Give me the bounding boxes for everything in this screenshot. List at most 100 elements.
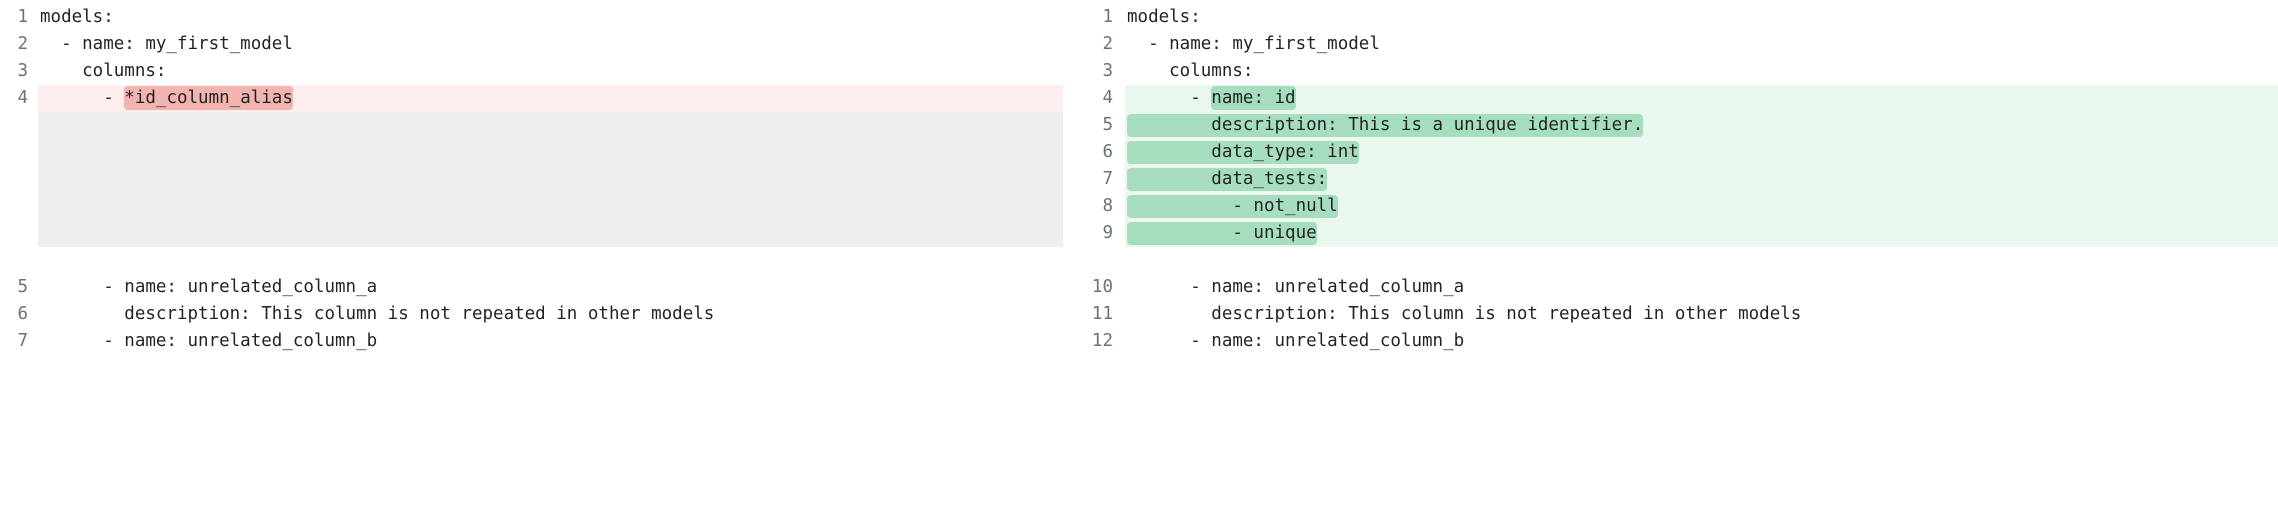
code-text: - name: my_first_model (40, 34, 293, 54)
code-cell[interactable]: models: (1125, 4, 2278, 31)
diff-line-context: 5 - name: unrelated_column_a (0, 274, 1063, 301)
code-cell[interactable]: - not_null (1125, 193, 2278, 220)
diff-line-context: 1 models: (1063, 4, 2278, 31)
filler-block (38, 220, 1063, 247)
code-cell[interactable]: - name: unrelated_column_b (38, 328, 1063, 355)
word-highlight: name: id (1211, 86, 1296, 110)
line-number: 11 (1091, 304, 1113, 324)
diff-line-addition: 4 - name: id (1063, 85, 2278, 112)
line-number: 8 (1102, 196, 1113, 216)
diff-line-context: 12 - name: unrelated_column_b (1063, 328, 2278, 355)
line-number (1063, 247, 1125, 274)
line-number: 6 (17, 304, 28, 324)
diff-spacer-row (1063, 247, 2278, 274)
code-text: - name: id (1127, 86, 1296, 110)
line-number: 2 (1102, 34, 1113, 54)
word-highlight: - unique (1127, 222, 1317, 245)
code-text: models: (40, 7, 114, 27)
line-number: 7 (1102, 169, 1113, 189)
line-number: 9 (1102, 223, 1113, 243)
code-cell[interactable]: data_tests: (1125, 166, 2278, 193)
code-text: - name: my_first_model (1127, 34, 1380, 54)
word-highlight: *id_column_alias (124, 86, 293, 110)
line-number: 4 (17, 88, 28, 108)
diff-line-addition: 7 data_tests: (1063, 166, 2278, 193)
line-number (0, 247, 38, 274)
line-number (0, 166, 38, 193)
line-number: 10 (1091, 277, 1113, 297)
diff-line-context: 6 description: This column is not repeat… (0, 301, 1063, 328)
code-text: - name: unrelated_column_b (1127, 331, 1465, 351)
word-highlight: description: This is a unique identifier… (1127, 114, 1644, 137)
diff-filler-row (0, 112, 1063, 139)
spacer-block (1125, 247, 2278, 274)
diff-filler-row (0, 193, 1063, 220)
code-cell[interactable]: description: This column is not repeated… (1125, 301, 2278, 328)
diff-line-context: 2 - name: my_first_model (1063, 31, 2278, 58)
diff-line-deletion: 4 - *id_column_alias (0, 85, 1063, 112)
code-text: description: This column is not repeated… (1127, 304, 1802, 324)
diff-line-addition: 6 data_type: int (1063, 139, 2278, 166)
code-text: data_tests: (1127, 168, 1328, 191)
line-number (0, 220, 38, 247)
filler-block (38, 112, 1063, 139)
filler-block (38, 139, 1063, 166)
diff-line-context: 3 columns: (1063, 58, 2278, 85)
code-cell[interactable]: data_type: int (1125, 139, 2278, 166)
diff-line-context: 2 - name: my_first_model (0, 31, 1063, 58)
line-number: 1 (1102, 7, 1113, 27)
code-cell[interactable]: - name: id (1125, 85, 2278, 112)
word-highlight: - not_null (1127, 195, 1338, 218)
word-highlight: data_tests: (1127, 168, 1328, 191)
line-number (0, 139, 38, 166)
code-text: data_type: int (1127, 141, 1359, 164)
code-text: - not_null (1127, 195, 1338, 218)
line-number: 5 (1102, 115, 1113, 135)
line-number (0, 112, 38, 139)
line-number: 7 (17, 331, 28, 351)
code-text: - *id_column_alias (40, 86, 293, 110)
code-cell[interactable]: - name: unrelated_column_b (1125, 328, 2278, 355)
diff-filler-row (0, 220, 1063, 247)
diff-line-context: 11 description: This column is not repea… (1063, 301, 2278, 328)
code-cell[interactable]: - name: unrelated_column_a (38, 274, 1063, 301)
code-cell[interactable]: - name: my_first_model (1125, 31, 2278, 58)
word-highlight: data_type: int (1127, 141, 1359, 164)
code-cell[interactable]: - *id_column_alias (38, 85, 1063, 112)
line-number: 3 (1102, 61, 1113, 81)
code-text: models: (1127, 7, 1201, 27)
diff-line-context: 3 columns: (0, 58, 1063, 85)
line-number (0, 193, 38, 220)
code-text: columns: (1127, 61, 1254, 81)
code-cell[interactable]: description: This column is not repeated… (38, 301, 1063, 328)
diff-line-context: 7 - name: unrelated_column_b (0, 328, 1063, 355)
code-cell[interactable]: - name: my_first_model (38, 31, 1063, 58)
code-text: - name: unrelated_column_a (1127, 277, 1465, 297)
code-cell[interactable]: - name: unrelated_column_a (1125, 274, 2278, 301)
line-number: 6 (1102, 142, 1113, 162)
code-text: - unique (1127, 222, 1317, 245)
code-cell[interactable]: columns: (1125, 58, 2278, 85)
line-number: 12 (1091, 331, 1113, 351)
code-text: columns: (40, 61, 167, 81)
code-text: - name: unrelated_column_b (40, 331, 378, 351)
spacer-block (38, 247, 1063, 274)
code-cell[interactable]: models: (38, 4, 1063, 31)
diff-filler-row (0, 166, 1063, 193)
code-text: description: This is a unique identifier… (1127, 114, 1644, 137)
code-cell[interactable]: columns: (38, 58, 1063, 85)
code-text: description: This column is not repeated… (40, 304, 715, 324)
line-number: 4 (1102, 88, 1113, 108)
diff-filler-row (0, 139, 1063, 166)
line-number: 5 (17, 277, 28, 297)
line-number: 3 (17, 61, 28, 81)
code-cell[interactable]: description: This is a unique identifier… (1125, 112, 2278, 139)
diff-spacer-row (0, 247, 1063, 274)
filler-block (38, 166, 1063, 193)
filler-block (38, 193, 1063, 220)
code-cell[interactable]: - unique (1125, 220, 2278, 247)
